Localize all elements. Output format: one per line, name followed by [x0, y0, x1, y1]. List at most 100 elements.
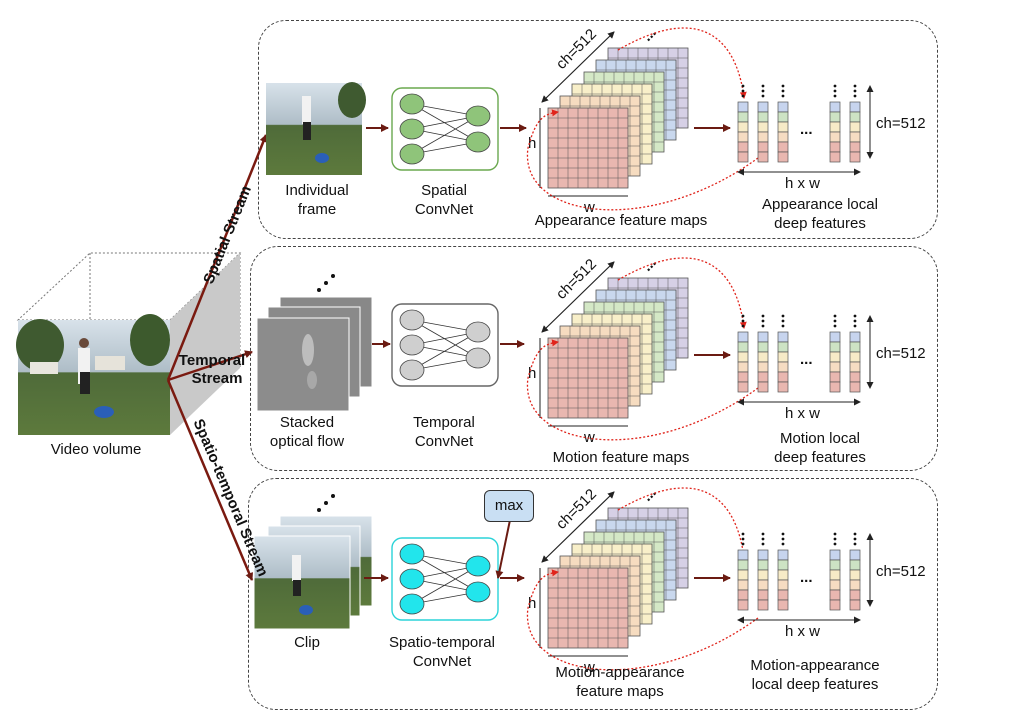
row2-input-label-1: Stacked — [279, 414, 335, 431]
convnet-node — [465, 347, 491, 369]
flatten-path-top — [617, 257, 747, 329]
feature-cell — [829, 381, 841, 393]
feature-cell — [757, 341, 769, 353]
feature-cell — [777, 111, 789, 123]
feature-cell — [757, 351, 769, 363]
flatten-path-top — [617, 487, 747, 559]
feature-cell — [737, 559, 749, 571]
feature-cell — [849, 121, 861, 133]
feature-cell — [757, 131, 769, 143]
feature-cell — [757, 121, 769, 133]
feature-cell — [849, 371, 861, 383]
row3-feat-label-1: Motion-appearance — [750, 657, 880, 674]
feature-cell — [849, 559, 861, 571]
feature-cell — [829, 131, 841, 143]
vector-channel-label: ch=512 — [876, 345, 926, 362]
feature-cell — [829, 599, 841, 611]
video-volume — [16, 252, 242, 435]
feature-cell — [777, 121, 789, 133]
row3-input-label-1: Clip — [294, 634, 320, 651]
vector-ellipsis: ... — [800, 351, 813, 368]
convnet-node — [399, 93, 425, 115]
vector-ellipsis: ... — [800, 569, 813, 586]
feature-cell — [829, 331, 841, 343]
feature-cell — [829, 101, 841, 113]
optical-flow-stack — [256, 296, 373, 412]
feature-cell — [849, 589, 861, 601]
convnet-node — [465, 105, 491, 127]
feature-cell — [757, 111, 769, 123]
channel-dimension-line — [541, 491, 615, 563]
feature-cell — [737, 599, 749, 611]
stream-arrows — [166, 134, 268, 581]
map-width-label: w — [583, 199, 595, 216]
feature-cell — [757, 141, 769, 153]
feature-cell — [829, 141, 841, 153]
feature-cell — [757, 579, 769, 591]
row1-net-label-1: Spatial — [421, 182, 467, 199]
feature-cell — [829, 371, 841, 383]
local-features-3: ...h x wch=512 — [694, 532, 926, 640]
feature-cell — [737, 111, 749, 123]
feature-cell — [757, 101, 769, 113]
feature-cell — [757, 549, 769, 561]
flatten-path-top — [617, 27, 747, 99]
feature-cell — [829, 111, 841, 123]
feature-cell — [737, 151, 749, 163]
convnet-3 — [391, 537, 499, 621]
feature-cell — [849, 331, 861, 343]
feature-cell — [777, 579, 789, 591]
feature-maps-2: ch=512hw... — [526, 254, 759, 446]
feature-cell — [777, 101, 789, 113]
row1-input-label-2: frame — [297, 201, 337, 218]
row2-feat-label-2: deep features — [774, 449, 866, 466]
temporal-stream-label-1: Temporal — [178, 352, 246, 369]
convnet-node — [399, 568, 425, 590]
row2-feat-label-1: Motion local — [779, 430, 861, 447]
feature-cell — [777, 569, 789, 581]
convnet-node — [399, 118, 425, 140]
feature-cell — [849, 381, 861, 393]
feature-cell — [777, 331, 789, 343]
feature-cell — [777, 361, 789, 373]
convnet-2 — [391, 303, 499, 387]
feature-cell — [849, 599, 861, 611]
feature-cell — [849, 131, 861, 143]
map-channel-label: ch=512 — [553, 256, 600, 303]
row2-input-label-2: optical flow — [269, 433, 345, 450]
row2-net-label-2: ConvNet — [414, 433, 474, 450]
video-volume-label: Video volume — [50, 441, 142, 458]
feature-cell — [829, 559, 841, 571]
convnet-node — [465, 555, 491, 577]
max-pooling-box: max — [484, 490, 534, 522]
feature-cell — [737, 579, 749, 591]
row1-feat-label-2: deep features — [774, 215, 866, 232]
feature-cell — [737, 141, 749, 153]
feature-cell — [757, 569, 769, 581]
feature-cell — [849, 151, 861, 163]
feature-cell — [737, 341, 749, 353]
feature-cell — [777, 141, 789, 153]
vector-channel-label: ch=512 — [876, 115, 926, 132]
feature-cell — [777, 341, 789, 353]
feature-cell — [849, 549, 861, 561]
feature-cell — [777, 589, 789, 601]
convnet-node — [399, 593, 425, 615]
local-features-1: ...h x wch=512 — [694, 84, 926, 192]
feature-cell — [737, 381, 749, 393]
clip-stack — [253, 515, 373, 630]
row1-input-label-1: Individual — [285, 182, 349, 199]
feature-cell — [829, 361, 841, 373]
convnet-1 — [391, 87, 499, 171]
feature-cell — [737, 351, 749, 363]
feature-cell — [737, 361, 749, 373]
map-stack-dots: ... — [639, 24, 660, 45]
feature-maps-1: ch=512hw... — [526, 24, 759, 216]
feature-cell — [777, 381, 789, 393]
feature-cell — [849, 579, 861, 591]
feature-maps-3: ch=512hw... — [526, 484, 759, 676]
row2-maps-label: Motion feature maps — [552, 449, 690, 466]
feature-cell — [777, 371, 789, 383]
